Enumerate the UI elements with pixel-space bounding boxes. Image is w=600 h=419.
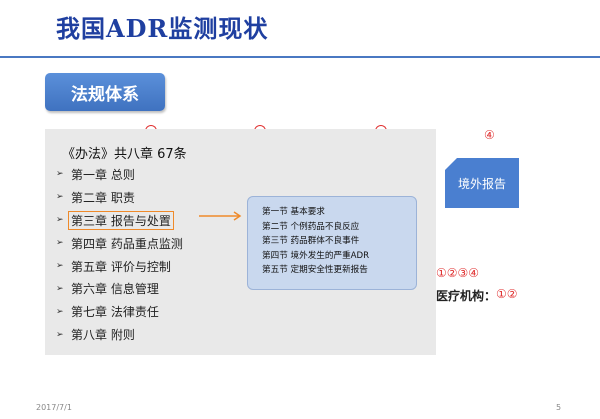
document-heading: 《办法》共八章 67条 [62, 147, 187, 162]
chapter-label: 第二章 职责 [71, 190, 135, 205]
section-label-button[interactable]: 法规体系 [45, 73, 165, 111]
chapter-item: ➢ 第五章 评价与控制 [56, 255, 186, 278]
sections-popup: 第一节 基本要求 第二节 个例药品不良反应 第三节 药品群体不良事件 第四节 境… [247, 196, 417, 290]
chapter-label: 第一章 总则 [71, 167, 135, 182]
connector-arrow-icon [199, 211, 242, 221]
chapter-item: ➢ 第八章 附则 [56, 323, 186, 346]
chapter-label: 第七章 法律责任 [71, 305, 159, 320]
chapter-list: ➢ 第一章 总则 ➢ 第二章 职责 ➢ 第三章 报告与处置 ➢ 第四章 药品重点… [56, 163, 186, 346]
medical-institution-label: 医疗机构： [436, 289, 497, 303]
circled-number-four: ④ [484, 128, 495, 142]
chapter-label: 第四章 药品重点监测 [71, 236, 183, 251]
chapter-item: ➢ 第六章 信息管理 [56, 277, 186, 300]
arrow-bullet-icon: ➢ [56, 261, 64, 271]
footer-date: 2017/7/1 [36, 403, 72, 412]
chapter-label: 第六章 信息管理 [71, 282, 159, 297]
arrow-bullet-icon: ➢ [56, 192, 64, 203]
chapter-item-highlighted[interactable]: ➢ 第三章 报告与处置 [56, 209, 186, 232]
arrow-bullet-icon: ➢ [56, 238, 64, 249]
section-item: 第一节 基本要求 [262, 207, 325, 217]
chapter-item: ➢ 第四章 药品重点监测 [56, 232, 186, 255]
section-item: 第四节 境外发生的严重ADR [262, 250, 370, 261]
page-number: 5 [556, 403, 562, 412]
title-divider [0, 56, 600, 58]
arrow-bullet-icon: ➢ [56, 306, 64, 317]
red-circled-marks: ①②③④ [436, 266, 480, 280]
medical-institution-marks: ①② [496, 287, 518, 301]
section-item: 第三节 药品群体不良事件 [262, 236, 360, 247]
arrow-bullet-icon: ➢ [56, 215, 64, 226]
chapter-label: 第八章 附则 [71, 328, 135, 343]
arrow-bullet-icon: ➢ [56, 329, 64, 340]
arrow-bullet-icon: ➢ [56, 283, 64, 294]
slide-title: 我国ADR监测现状 [56, 14, 269, 43]
chapter-item: ➢ 第七章 法律责任 [56, 300, 186, 323]
overseas-report-button[interactable]: 境外报告 [445, 158, 519, 208]
chapter-item: ➢ 第二章 职责 [56, 186, 186, 209]
chapter-label: 第五章 评价与控制 [71, 259, 171, 274]
chapter-label: 第三章 报告与处置 [68, 210, 174, 230]
section-item: 第二节 个例药品不良反应 [262, 221, 360, 232]
arrow-bullet-icon: ➢ [56, 169, 64, 180]
chapter-item: ➢ 第一章 总则 [56, 163, 186, 186]
section-item: 第五节 定期安全性更新报告 [262, 265, 368, 276]
